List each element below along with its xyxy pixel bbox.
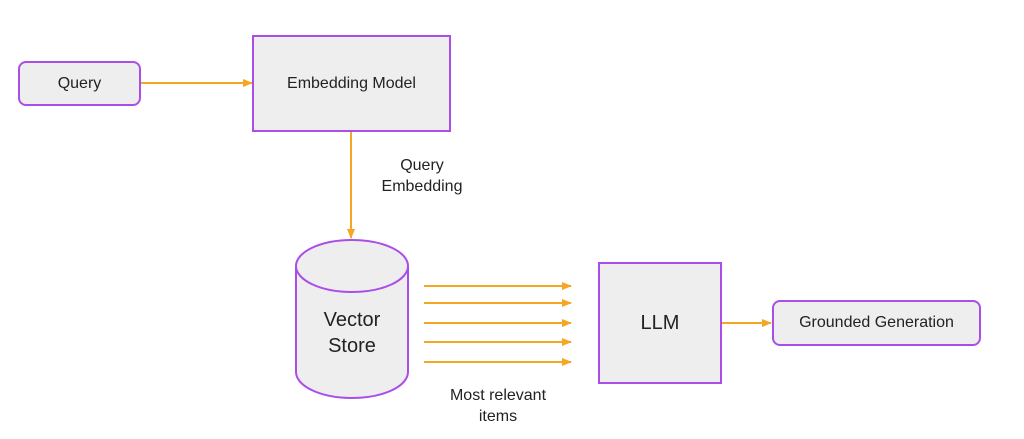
grounded-generation-label: Grounded Generation xyxy=(799,314,954,331)
vector-store-cylinder xyxy=(295,239,409,399)
query-node-label: Query xyxy=(57,74,102,92)
llm-node: LLM xyxy=(598,262,722,384)
most-relevant-label-line1: Most relevant xyxy=(449,387,547,404)
llm-label: LLM xyxy=(640,311,680,334)
query-embedding-label-line2: Embedding xyxy=(381,178,463,195)
query-embedding-label-line1: Query xyxy=(400,157,444,174)
embedding-model-node: Embedding Model xyxy=(252,35,451,132)
most-relevant-items-label: Most relevant items xyxy=(428,385,568,427)
query-node: Query xyxy=(18,61,141,106)
query-embedding-label: Query Embedding xyxy=(362,155,482,197)
vector-store-label: Vector Store xyxy=(296,307,408,359)
retrieved-items-arrows xyxy=(424,282,572,366)
vector-store-label-line1: Vector xyxy=(323,309,381,331)
embedding-model-label: Embedding Model xyxy=(287,75,416,92)
vector-store-label-line2: Store xyxy=(328,335,376,357)
grounded-generation-node: Grounded Generation xyxy=(772,300,981,346)
most-relevant-label-line2: items xyxy=(478,408,518,425)
